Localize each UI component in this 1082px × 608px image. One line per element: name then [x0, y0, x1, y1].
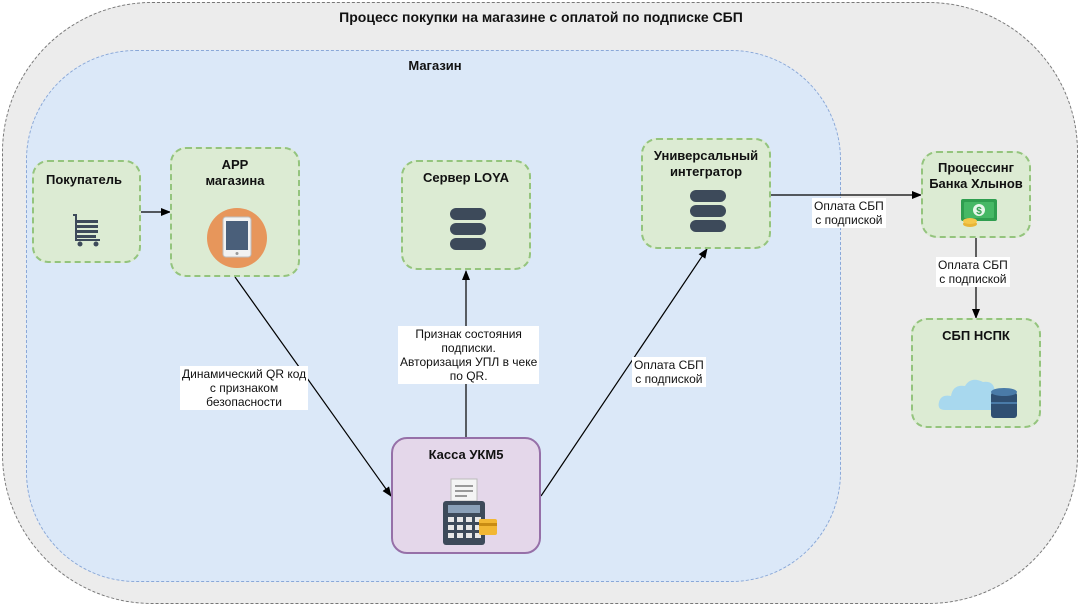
node-integrator: Универсальный интегратор	[641, 138, 771, 249]
svg-text:$: $	[976, 206, 982, 217]
tablet-icon	[206, 207, 268, 274]
edge-label-kassa-to-integrator: Оплата СБП с подпиской	[632, 357, 706, 387]
node-app-label: APP магазина	[205, 157, 265, 188]
money-icon: $	[958, 195, 1000, 234]
cash-register-icon	[439, 477, 499, 552]
node-kassa-label: Касса УКМ5	[428, 447, 504, 462]
database-icon	[449, 204, 487, 259]
node-sbp: СБП НСПК	[911, 318, 1041, 428]
node-buyer: Покупатель	[32, 160, 141, 263]
node-processing: Процессинг Банка Хлынов $	[921, 151, 1031, 238]
edge-label-loya-kassa: Признак состояния подписки. Авторизация …	[398, 326, 540, 384]
edge-label-processing-to-sbp: Оплата СБП с подпиской	[936, 257, 1010, 287]
node-app: APP магазина	[170, 147, 300, 277]
node-sbp-label: СБП НСПК	[942, 328, 1010, 343]
edge-label-integrator-to-processing: Оплата СБП с подпиской	[812, 198, 886, 228]
shop-title: Магазин	[408, 58, 462, 73]
database-icon	[689, 186, 727, 241]
node-integrator-label: Универсальный интегратор	[653, 148, 759, 179]
node-buyer-label: Покупатель	[46, 172, 122, 187]
edge-kassa-to-integrator	[540, 248, 708, 497]
node-loya-label: Сервер LOYA	[422, 170, 510, 185]
cloud-database-icon	[937, 368, 1021, 425]
node-loya: Сервер LOYA	[401, 160, 531, 270]
process-title: Процесс покупки на магазине с оплатой по…	[339, 9, 743, 25]
node-processing-label: Процессинг Банка Хлынов	[929, 160, 1023, 191]
shopping-cart-icon	[72, 210, 106, 255]
edge-label-app-to-kassa: Динамический QR код с признаком безопасн…	[180, 366, 309, 410]
node-kassa: Касса УКМ5	[391, 437, 541, 554]
edge-app-to-kassa	[234, 276, 392, 497]
